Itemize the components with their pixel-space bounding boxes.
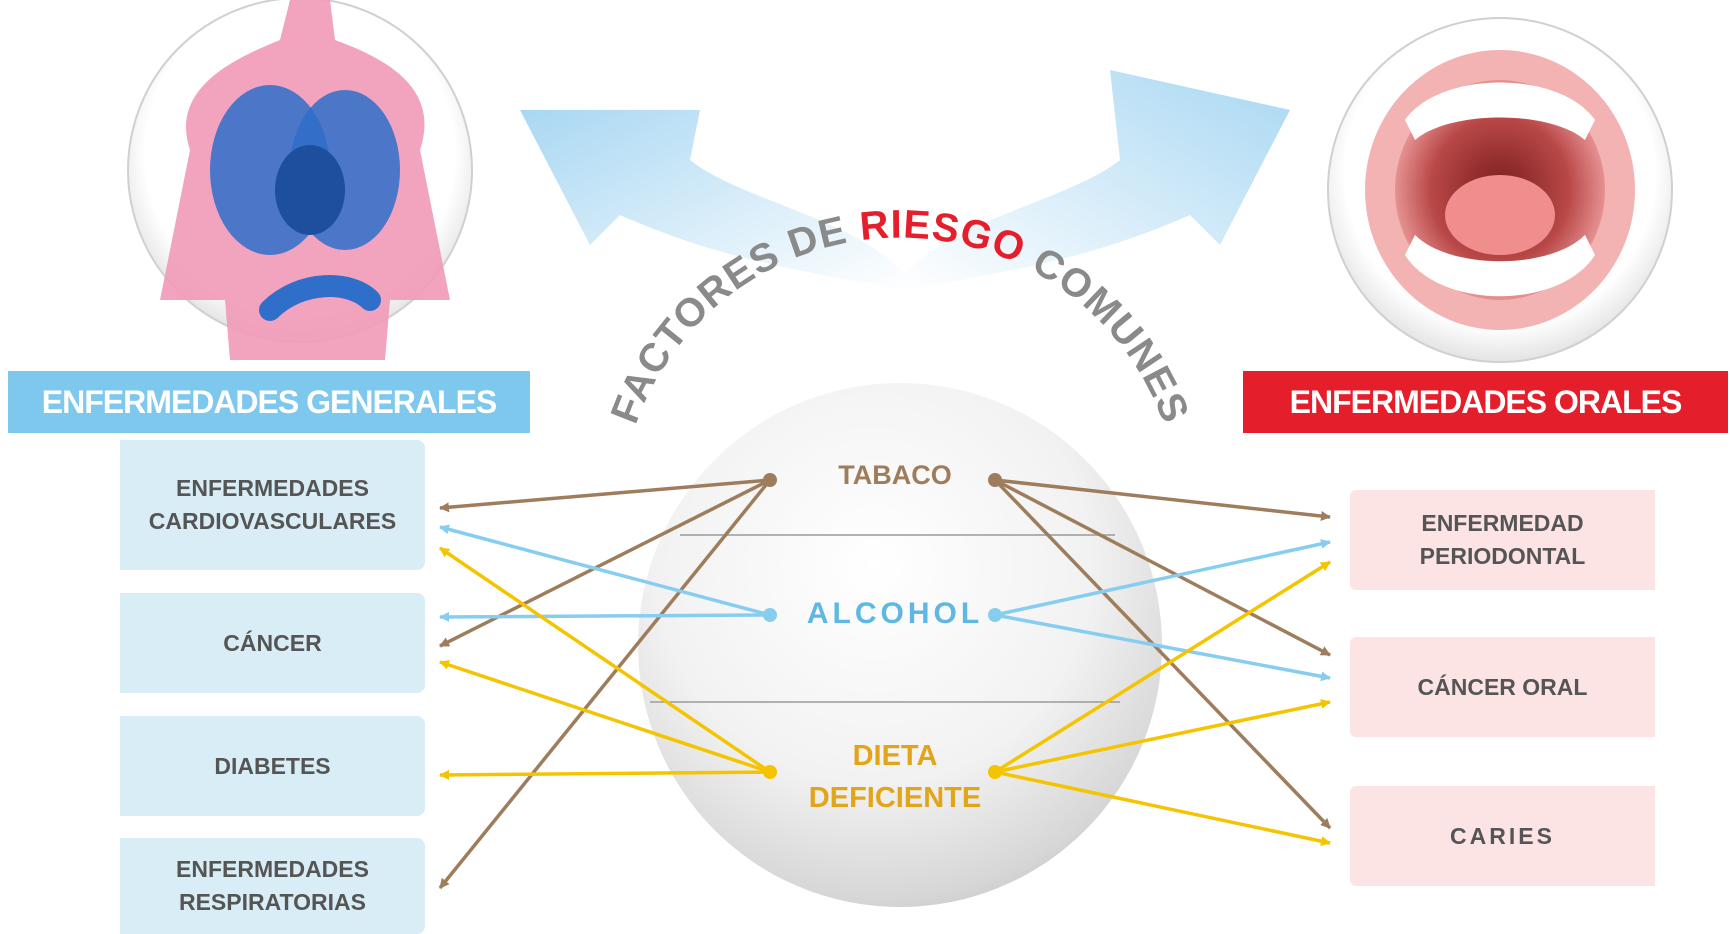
factor-tabaco: TABACO: [838, 460, 952, 490]
factor-dieta-deficiente: DIETA DEFICIENTE: [808, 740, 982, 814]
factor-alcohol: ALCOHOL: [806, 597, 984, 630]
general-disease-cancer: CÁNCER: [120, 593, 425, 693]
connection-arrow: [439, 769, 771, 780]
connection-arrow: [438, 478, 772, 890]
connection-arrow: [994, 539, 1331, 617]
oral-disease-periodontal: ENFERMEDAD PERIODONTAL: [1350, 490, 1655, 590]
oral-disease-caries: CARIES: [1350, 786, 1655, 886]
connection-arrow: [439, 524, 771, 617]
arc-title-part: COMUNES: [1015, 233, 1198, 429]
connection-arrow: [994, 613, 1331, 682]
connection-arrow: [994, 770, 1331, 847]
oral-disease-oral-cancer: CÁNCER ORAL: [1350, 637, 1655, 737]
connector-dot: [763, 608, 777, 622]
connector-dot: [988, 765, 1002, 779]
connection-arrow: [994, 560, 1331, 774]
connector-dot: [988, 608, 1002, 622]
connection-arrow: [439, 478, 771, 513]
curved-arrows-icon: [520, 70, 1290, 290]
connection-arrow: [439, 546, 771, 774]
general-disease-respiratory: ENFERMEDADES RESPIRATORIAS: [120, 838, 425, 934]
connection-arrow: [994, 478, 1331, 657]
connector-dot: [763, 765, 777, 779]
connector-dot: [763, 473, 777, 487]
open-mouth-icon: [1327, 17, 1673, 363]
connection-arrow: [439, 611, 771, 622]
general-disease-cardiovascular: ENFERMEDADES CARDIOVASCULARES: [120, 440, 425, 570]
connection-arrow: [994, 478, 1331, 521]
general-disease-diabetes: DIABETES: [120, 716, 425, 816]
connection-arrow: [993, 478, 1332, 830]
connector-dot: [988, 473, 1002, 487]
connection-arrow: [994, 698, 1331, 774]
connection-arrows: [438, 473, 1332, 890]
oral-diseases-header: ENFERMEDADES ORALES: [1243, 371, 1728, 433]
connection-arrow: [439, 660, 771, 774]
general-diseases-header: ENFERMEDADES GENERALES: [8, 371, 530, 433]
human-organs-icon: [127, 0, 473, 360]
